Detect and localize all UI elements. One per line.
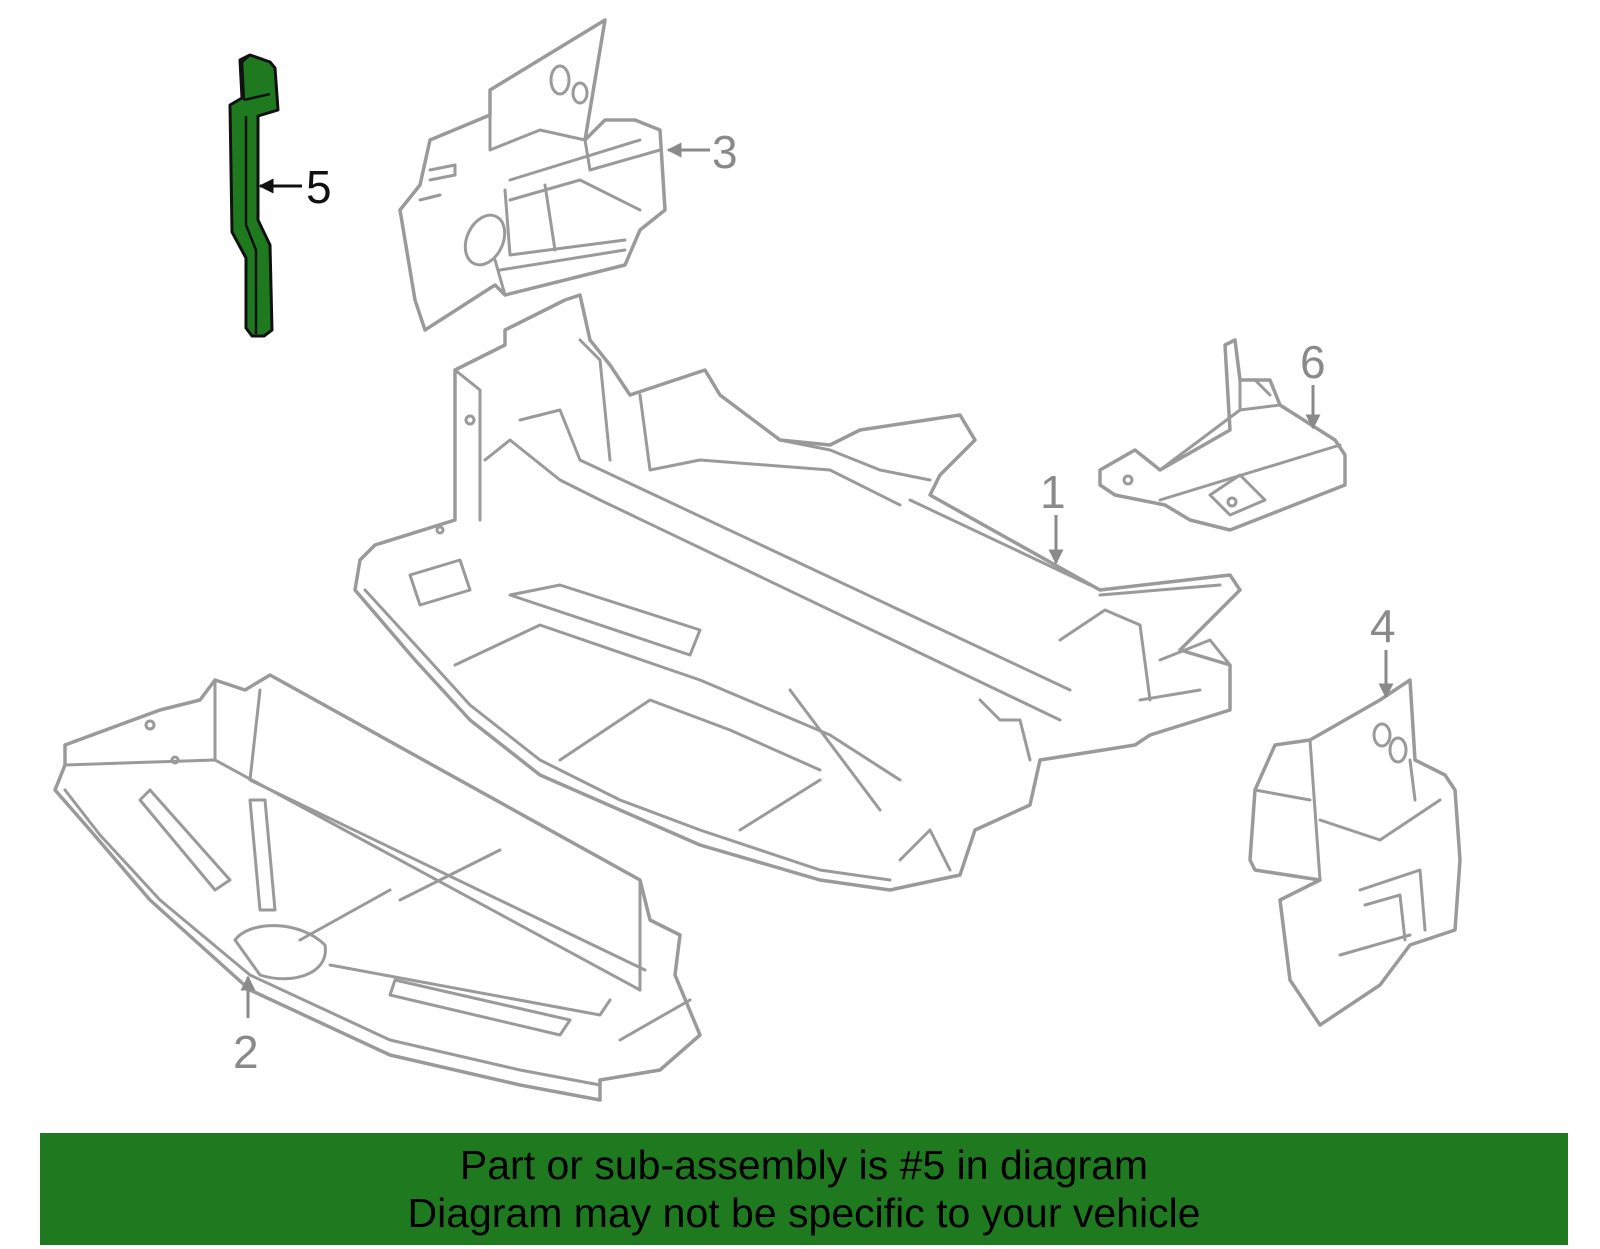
- part-6-bracket: [1098, 338, 1347, 532]
- banner-line-disclaimer: Diagram may not be specific to your vehi…: [407, 1190, 1201, 1236]
- callout-4: 4: [1370, 600, 1396, 652]
- part-2-lower-shield: [53, 673, 702, 1102]
- part-4-side-shield: [1248, 678, 1462, 1027]
- banner-line-part-number: Part or sub-assembly is #5 in diagram: [459, 1142, 1149, 1188]
- info-banner: Part or sub-assembly is #5 in diagram Di…: [40, 1133, 1568, 1245]
- part-3-upper-shield: [398, 18, 667, 332]
- callout-6: 6: [1300, 336, 1326, 388]
- callout-1: 1: [1040, 466, 1066, 518]
- callout-3: 3: [712, 126, 738, 178]
- part-1-frame: [353, 293, 1242, 892]
- part-5-highlighted-strip: [228, 53, 280, 338]
- callout-5: 5: [306, 161, 332, 213]
- callout-leaders: [240, 142, 1394, 1018]
- callout-2: 2: [233, 1026, 259, 1078]
